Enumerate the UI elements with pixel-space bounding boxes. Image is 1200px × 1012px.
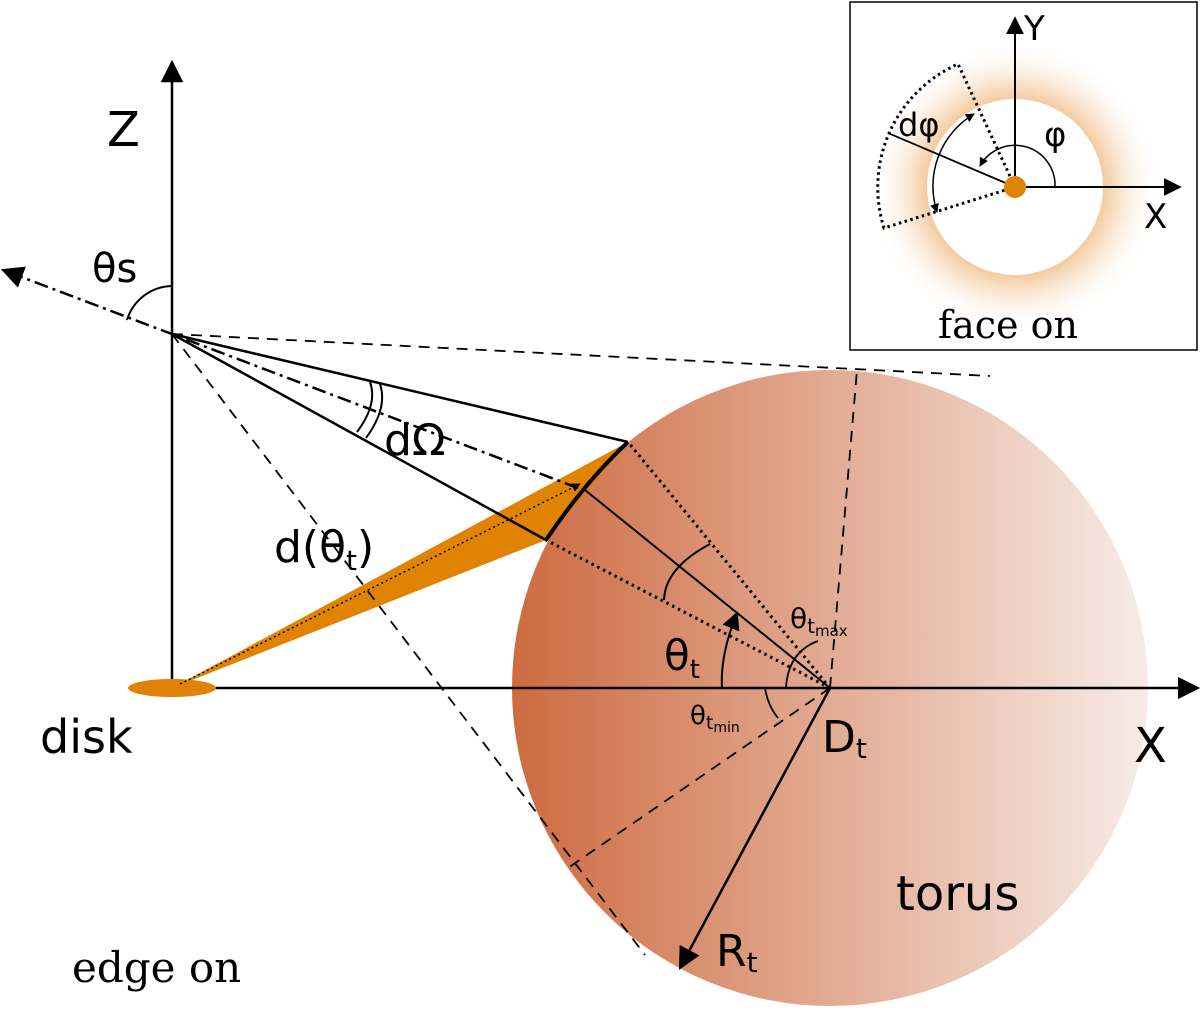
- d-omega-arc-outer: [356, 381, 374, 433]
- x-axis-label: X: [1134, 718, 1167, 774]
- dotted-radius-upper: [626, 441, 832, 689]
- d-omega-label: dΩ: [384, 415, 446, 466]
- dotted-radius-lower: [545, 538, 831, 690]
- theta-t-arc: [720, 611, 740, 689]
- theta-s-label: θs: [92, 246, 137, 292]
- edge-on-caption: edge on: [72, 943, 241, 992]
- theta-tmin-label: θtmin: [690, 701, 740, 736]
- line-of-sight-ray: [0, 266, 579, 490]
- radius-to-tangent-lower: [564, 687, 831, 871]
- tangent-line-lower: [171, 333, 646, 956]
- theta-tmax-label: θtmax: [790, 602, 848, 640]
- illuminated-surface-arc: [544, 440, 630, 542]
- z-axis-label: Z: [107, 102, 140, 158]
- radius-to-tangent-upper: [829, 369, 858, 689]
- theta-s-arc: [126, 285, 173, 321]
- face-on-y-label: Y: [1023, 9, 1045, 49]
- face-on-disk: [1004, 176, 1026, 198]
- face-on-x-label: X: [1144, 197, 1167, 237]
- d-phi-label: dφ: [898, 106, 939, 144]
- theta-tmax-arc: [785, 640, 819, 689]
- surface-angle-arc: [663, 543, 711, 601]
- face-on-caption: face on: [938, 303, 1078, 347]
- tangent-line-upper: [171, 333, 991, 377]
- solid-angle-edge-upper: [171, 332, 629, 444]
- torus-center-label: Dt: [822, 712, 867, 765]
- d-phi-arc: [930, 113, 975, 213]
- phi-label: φ: [1044, 115, 1066, 155]
- distance-label: d(θt): [274, 522, 374, 577]
- torus-radius-arrow: [678, 687, 832, 970]
- phi-arc: [979, 144, 1056, 188]
- d-omega-arc-inner: [365, 383, 384, 439]
- accretion-disk: [128, 679, 216, 697]
- illumination-beam: [172, 442, 628, 688]
- radius-to-surface-element: [584, 489, 831, 689]
- solid-angle-edge-lower: [171, 332, 547, 542]
- theta-tmin-arc: [764, 687, 779, 719]
- torus-radius-label: Rt: [716, 926, 758, 979]
- d-phi-sector: [876, 62, 1018, 230]
- disk-label: disk: [40, 710, 133, 764]
- torus-label: torus: [896, 866, 1019, 922]
- theta-t-label: θt: [664, 631, 700, 685]
